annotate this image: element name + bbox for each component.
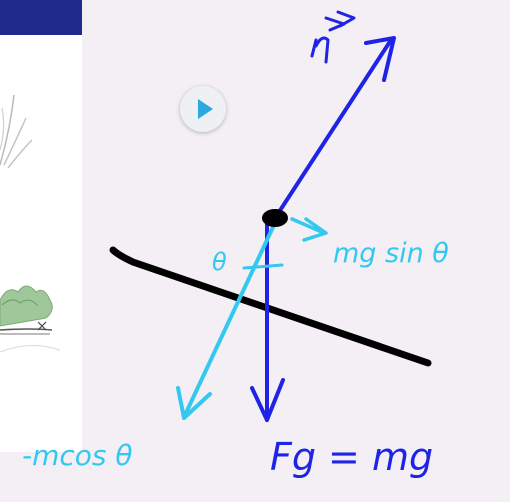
perpendicular-component-label: -mcos θ bbox=[22, 439, 133, 472]
normal-vector-label bbox=[310, 10, 356, 64]
angle-marker bbox=[242, 263, 284, 270]
parallel-component-label: mg sin θ bbox=[333, 238, 449, 269]
panel-gap bbox=[0, 452, 82, 502]
inclined-surface bbox=[109, 246, 432, 367]
normal-vector-text: n bbox=[0, 0, 1, 1]
slide-thumbnail-panel bbox=[0, 0, 82, 452]
slide-header-bar bbox=[0, 0, 82, 35]
gravity-arrow bbox=[250, 216, 285, 422]
normal-force-arrow bbox=[277, 36, 396, 214]
landscape-sketch bbox=[0, 94, 61, 353]
play-icon bbox=[198, 99, 213, 119]
angle-label: θ bbox=[212, 248, 227, 276]
perpendicular-component-arrow bbox=[176, 223, 276, 420]
mass-point bbox=[262, 209, 288, 227]
parallel-component-arrow bbox=[290, 217, 328, 242]
play-button[interactable] bbox=[180, 86, 226, 132]
gravity-label: Fg = mg bbox=[270, 435, 433, 479]
